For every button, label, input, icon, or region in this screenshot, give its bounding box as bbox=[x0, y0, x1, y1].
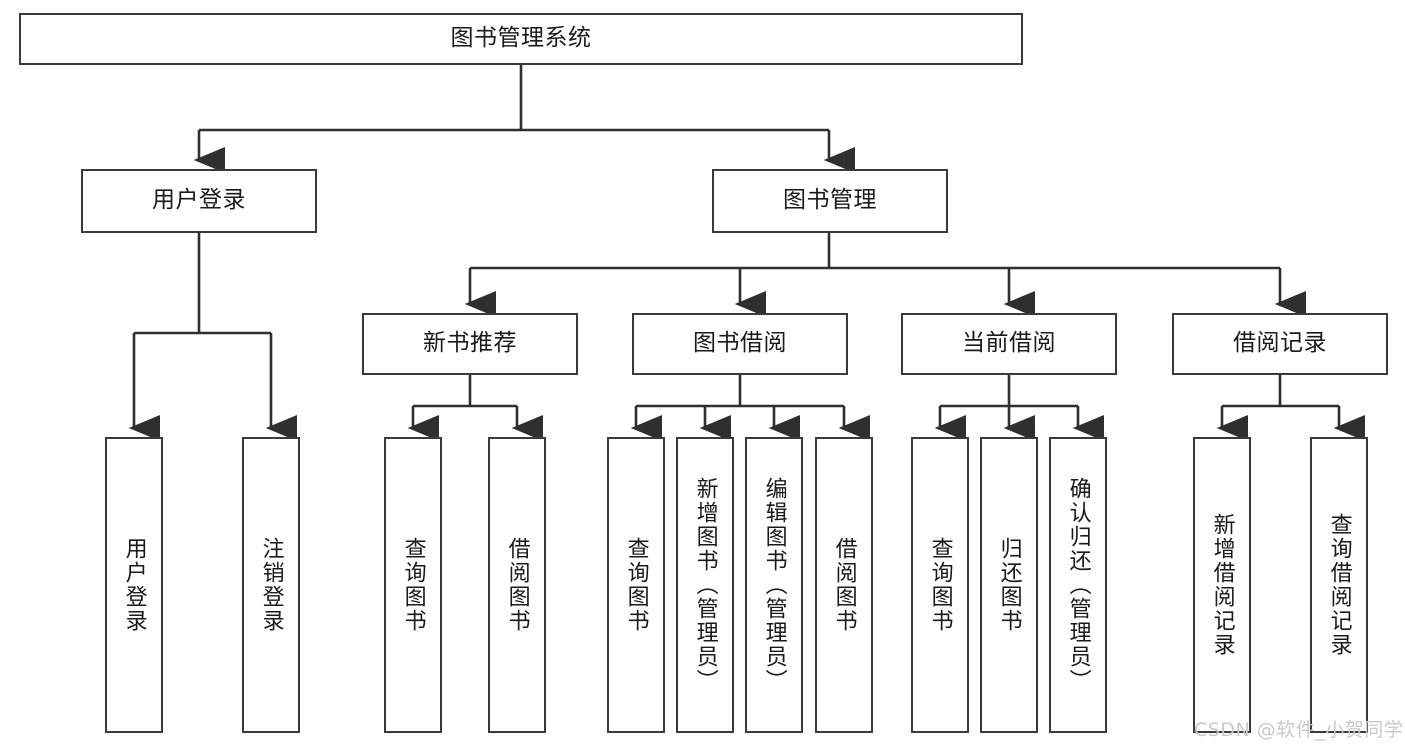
leaf-book-borrow-add-book-admin[interactable]: 新增图书（管理员） bbox=[676, 437, 734, 733]
node-new-book-recommend[interactable]: 新书推荐 bbox=[362, 313, 578, 375]
node-root-book-management-system[interactable]: 图书管理系统 bbox=[19, 13, 1023, 65]
leaf-label: 借阅图书 bbox=[831, 537, 857, 633]
node-borrow-record[interactable]: 借阅记录 bbox=[1172, 313, 1388, 375]
leaf-label: 查询借阅记录 bbox=[1326, 513, 1352, 657]
leaf-label: 查询图书 bbox=[623, 537, 649, 633]
leaf-label: 注销登录 bbox=[258, 537, 284, 633]
leaf-new-book-query-book[interactable]: 查询图书 bbox=[384, 437, 442, 733]
node-book-borrow[interactable]: 图书借阅 bbox=[632, 313, 848, 375]
leaf-label: 编辑图书（管理员） bbox=[761, 477, 787, 693]
leaf-new-book-borrow-book[interactable]: 借阅图书 bbox=[488, 437, 546, 733]
leaf-borrow-record-add-record[interactable]: 新增借阅记录 bbox=[1193, 437, 1251, 733]
leaf-label: 借阅图书 bbox=[504, 537, 530, 633]
leaf-current-borrow-return-book[interactable]: 归还图书 bbox=[980, 437, 1038, 733]
leaf-current-borrow-confirm-return-admin[interactable]: 确认归还（管理员） bbox=[1049, 437, 1107, 733]
leaf-current-borrow-query-book[interactable]: 查询图书 bbox=[911, 437, 969, 733]
leaf-user-login-logout[interactable]: 注销登录 bbox=[242, 437, 300, 733]
leaf-label: 新增图书（管理员） bbox=[692, 477, 718, 693]
node-book-management[interactable]: 图书管理 bbox=[712, 169, 948, 233]
node-user-login[interactable]: 用户登录 bbox=[81, 169, 317, 233]
leaf-label: 确认归还（管理员） bbox=[1065, 477, 1091, 693]
node-current-borrow[interactable]: 当前借阅 bbox=[901, 313, 1117, 375]
leaf-label: 查询图书 bbox=[400, 537, 426, 633]
leaf-label: 归还图书 bbox=[996, 537, 1022, 633]
leaf-book-borrow-edit-book-admin[interactable]: 编辑图书（管理员） bbox=[745, 437, 803, 733]
leaf-book-borrow-query-book[interactable]: 查询图书 bbox=[607, 437, 665, 733]
csdn-watermark: CSDN @软件_小贺同学 bbox=[1194, 719, 1404, 741]
leaf-book-borrow-borrow-book[interactable]: 借阅图书 bbox=[815, 437, 873, 733]
leaf-borrow-record-query-record[interactable]: 查询借阅记录 bbox=[1310, 437, 1368, 733]
leaf-label: 查询图书 bbox=[927, 537, 953, 633]
leaf-user-login-login[interactable]: 用户登录 bbox=[105, 437, 163, 733]
leaf-label: 新增借阅记录 bbox=[1209, 513, 1235, 657]
leaf-label: 用户登录 bbox=[121, 537, 147, 633]
